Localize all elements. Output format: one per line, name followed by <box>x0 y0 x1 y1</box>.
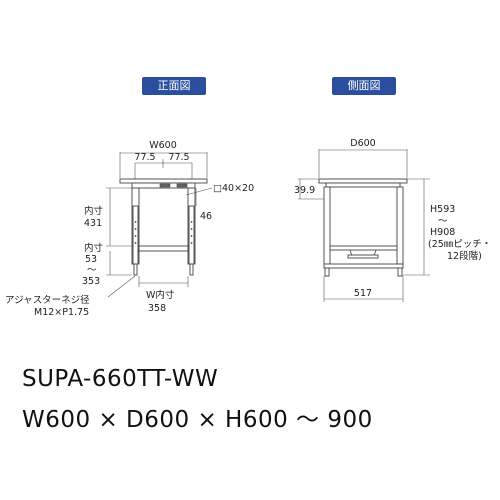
product-size: W600 × D600 × H600 ～ 900 <box>22 407 373 433</box>
side-base <box>323 263 404 269</box>
side-beam <box>325 182 401 188</box>
front-foot-left <box>133 263 138 276</box>
front-leg-left-inner <box>132 205 139 265</box>
lower-height-label: 内寸 <box>84 242 104 254</box>
side-lower-stretcher <box>329 245 398 251</box>
height-pitch-1: (25㎜ピッチ・ <box>428 239 491 250</box>
leg-dim-text: 46 <box>200 211 212 222</box>
lower-height-value2: 353 <box>82 276 100 287</box>
front-width-text: W600 <box>149 140 177 151</box>
inner-width-label: W内寸 <box>146 289 175 301</box>
inner-height-label: 内寸 <box>84 205 104 217</box>
lower-height-tilde: ～ <box>87 265 97 276</box>
inner-width-value: 358 <box>148 303 166 314</box>
front-beam-bracket-2 <box>176 183 188 188</box>
side-stretcher-bar <box>347 254 379 259</box>
lower-height-value: 53 <box>85 254 97 265</box>
side-tabletop <box>318 178 408 184</box>
front-tabletop <box>119 178 208 184</box>
base-depth-text: 517 <box>354 288 372 299</box>
height-max: H908 <box>430 227 455 238</box>
front-beam-bracket <box>159 183 171 188</box>
inner-height-value: 431 <box>84 218 102 229</box>
adjuster-label: アジャスターネジ径 <box>5 294 90 306</box>
height-min: H593 <box>430 204 455 215</box>
front-offset-right-text: 77.5 <box>168 152 189 163</box>
front-foot-right <box>189 263 194 276</box>
top-thickness-text: 39.9 <box>294 185 315 196</box>
height-tilde: ～ <box>438 216 448 227</box>
front-leg-right-inner <box>188 205 195 265</box>
front-view: W600 77.5 77.5 <box>5 140 254 318</box>
front-view-label: 正面図 <box>142 77 206 95</box>
side-foot-back <box>397 267 403 277</box>
adjuster-value: M12×P1.75 <box>34 307 89 318</box>
side-view: D600 39.9 H593 ～ H908 (25㎜ピッチ・ 12段階) <box>294 138 491 302</box>
front-offset-left-text: 77.5 <box>134 152 155 163</box>
front-pitch-holes <box>134 221 193 244</box>
side-leg-front <box>323 186 331 265</box>
depth-text: D600 <box>350 138 375 149</box>
front-lower-stretcher <box>138 245 189 252</box>
frame-text: □40×20 <box>213 183 254 194</box>
side-view-label: 側面図 <box>332 77 396 95</box>
side-leg-back <box>396 186 404 265</box>
product-model: SUPA-660TT-WW <box>22 366 219 392</box>
adjuster-leader <box>107 275 136 298</box>
frame-leader <box>185 187 213 196</box>
side-foot-front <box>324 267 330 277</box>
height-pitch-2: 12段階) <box>447 250 482 262</box>
